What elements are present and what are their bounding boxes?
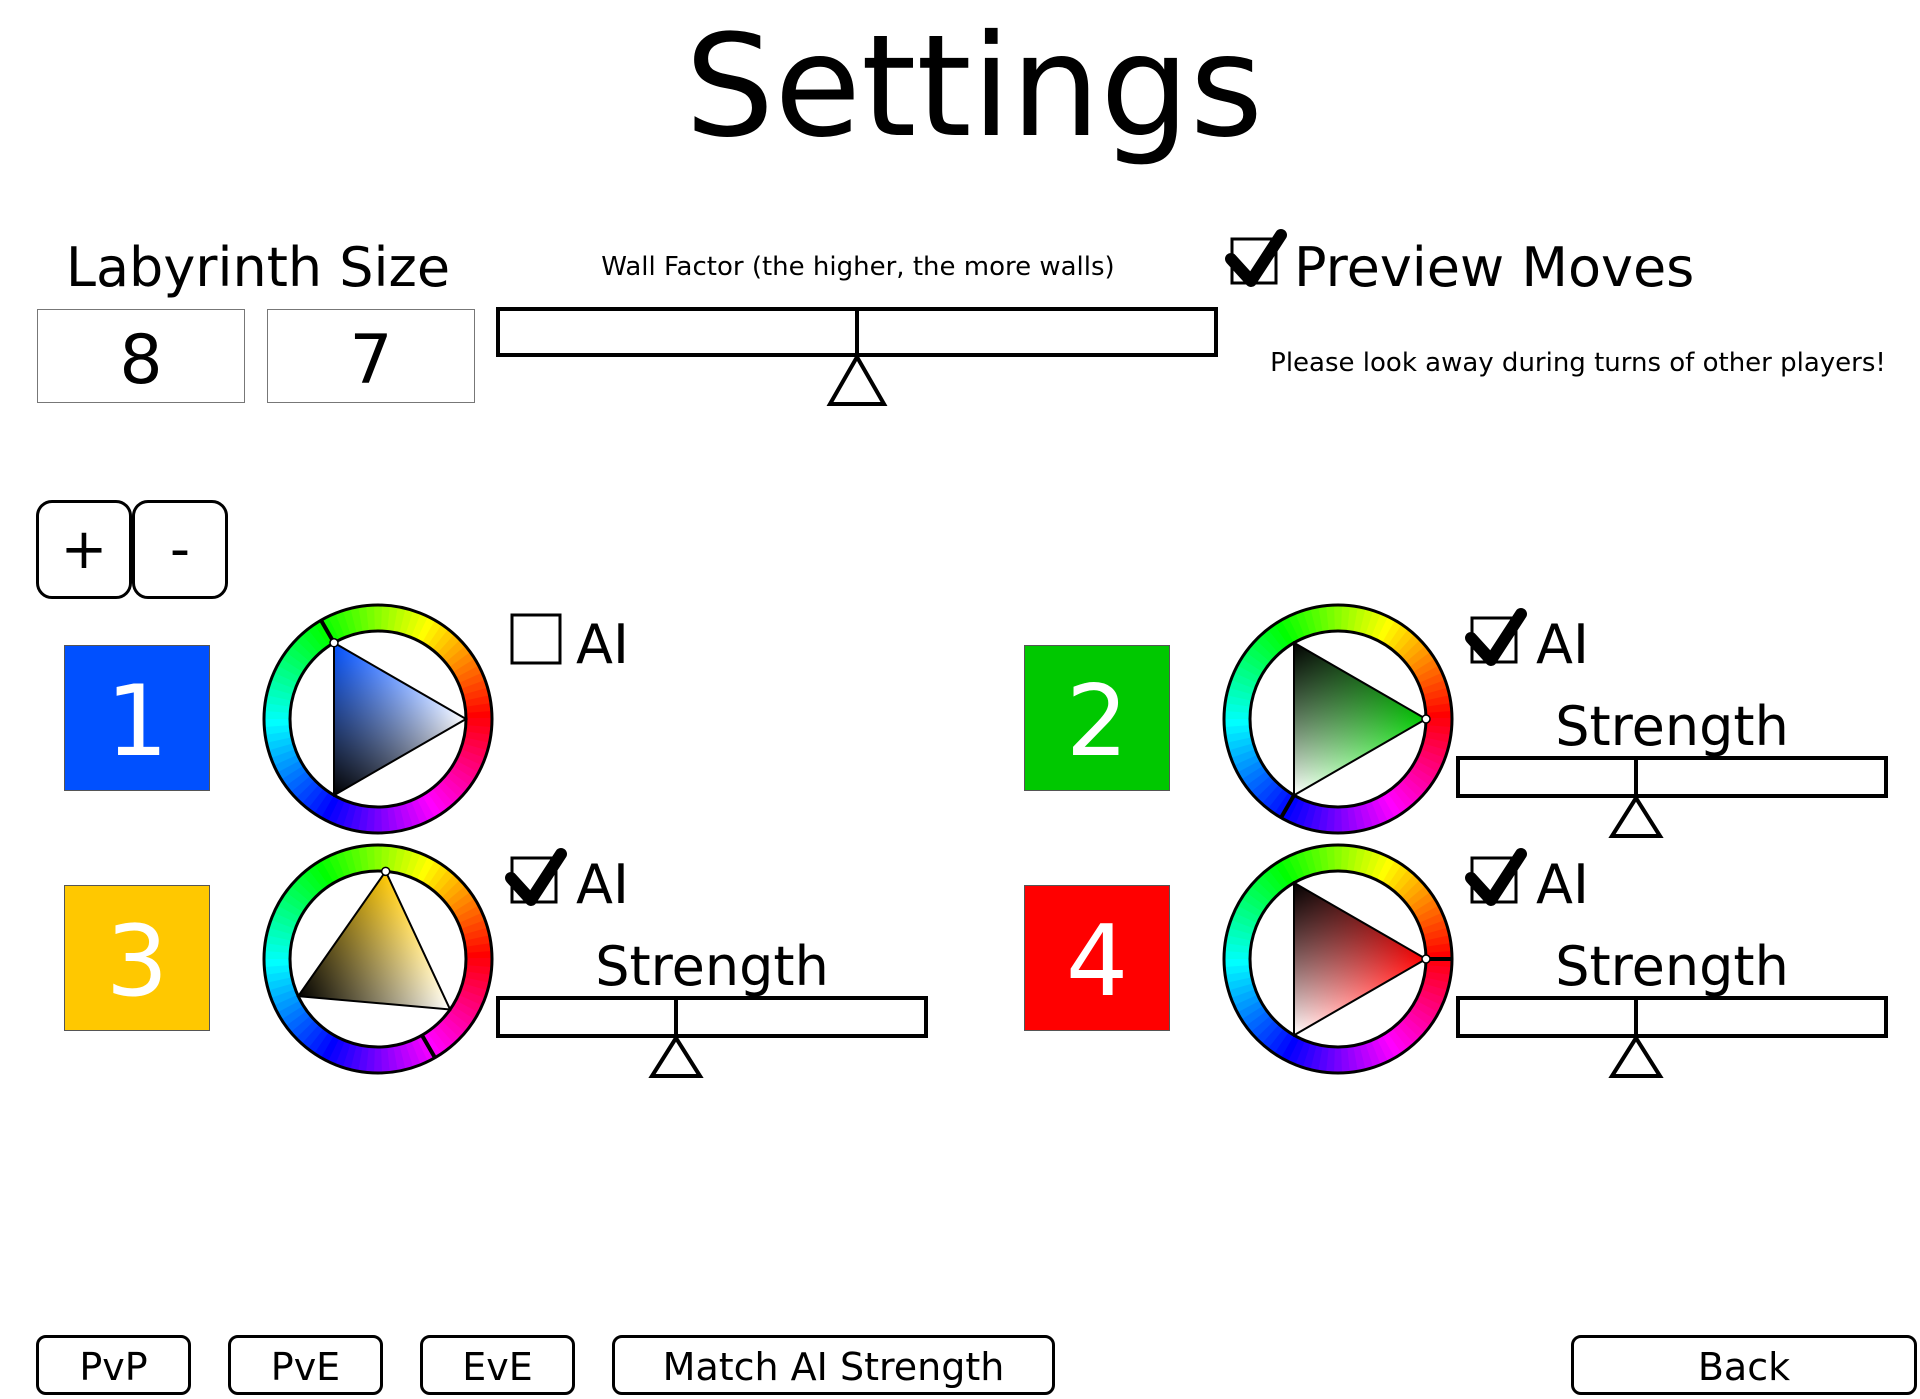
player-4-ai-label: AI xyxy=(1536,853,1589,916)
player-2-color-picker[interactable] xyxy=(1222,603,1454,839)
player-4-color-swatch: 4 xyxy=(1024,885,1170,1031)
slider-track xyxy=(1456,756,1888,798)
slider-track xyxy=(496,996,928,1038)
player-4-color-picker[interactable] xyxy=(1222,843,1454,1079)
preview-moves-note: Please look away during turns of other p… xyxy=(1270,348,1886,378)
slider-handle[interactable] xyxy=(496,996,928,1080)
labyrinth-width-field[interactable]: 8 xyxy=(37,309,245,403)
labyrinth-size-label: Labyrinth Size xyxy=(65,236,451,299)
player-4-strength-label: Strength xyxy=(1555,935,1789,998)
slider-handle[interactable] xyxy=(1456,756,1888,840)
slider-track xyxy=(1456,996,1888,1038)
wall-factor-label: Wall Factor (the higher, the more walls) xyxy=(601,252,1115,282)
player-1-ai-label: AI xyxy=(576,613,629,676)
player-2-strength-label: Strength xyxy=(1555,695,1789,758)
pvp-button[interactable]: PvP xyxy=(36,1335,191,1395)
wall-factor-slider[interactable] xyxy=(496,307,1218,407)
remove-player-button[interactable]: - xyxy=(132,500,228,599)
player-3-ai-label: AI xyxy=(576,853,629,916)
color-wheel-icon[interactable] xyxy=(1222,603,1454,839)
player-4-strength-slider[interactable] xyxy=(1456,996,1888,1080)
add-player-button[interactable]: + xyxy=(36,500,132,599)
player-2-ai-checkbox[interactable] xyxy=(1465,608,1529,670)
labyrinth-height-field[interactable]: 7 xyxy=(267,309,475,403)
eve-button[interactable]: EvE xyxy=(420,1335,575,1395)
back-button[interactable]: Back xyxy=(1571,1335,1917,1395)
color-wheel-icon[interactable] xyxy=(262,603,494,839)
player-3-color-picker[interactable] xyxy=(262,843,494,1079)
slider-handle[interactable] xyxy=(1456,996,1888,1080)
color-wheel-icon[interactable] xyxy=(1222,843,1454,1079)
player-3-ai-checkbox[interactable] xyxy=(505,848,569,910)
slider-handle[interactable] xyxy=(496,307,1218,407)
player-3-strength-label: Strength xyxy=(595,935,829,998)
player-3-strength-slider[interactable] xyxy=(496,996,928,1080)
page-title: Settings xyxy=(684,5,1264,169)
player-1-color-swatch: 1 xyxy=(64,645,210,791)
player-2-strength-slider[interactable] xyxy=(1456,756,1888,840)
player-3-color-swatch: 3 xyxy=(64,885,210,1031)
match-ai-strength-button[interactable]: Match AI Strength xyxy=(612,1335,1055,1395)
player-2-ai-label: AI xyxy=(1536,613,1589,676)
pve-button[interactable]: PvE xyxy=(228,1335,383,1395)
player-1-color-picker[interactable] xyxy=(262,603,494,839)
player-number: 3 xyxy=(105,905,169,1019)
player-number: 1 xyxy=(105,665,169,779)
color-wheel-icon[interactable] xyxy=(262,843,494,1079)
player-1-ai-checkbox[interactable] xyxy=(509,612,565,668)
player-number: 2 xyxy=(1065,665,1129,779)
player-2-color-swatch: 2 xyxy=(1024,645,1170,791)
preview-moves-checkbox[interactable] xyxy=(1225,229,1289,291)
player-number: 4 xyxy=(1065,905,1129,1019)
preview-moves-label: Preview Moves xyxy=(1294,236,1695,299)
player-4-ai-checkbox[interactable] xyxy=(1465,848,1529,910)
